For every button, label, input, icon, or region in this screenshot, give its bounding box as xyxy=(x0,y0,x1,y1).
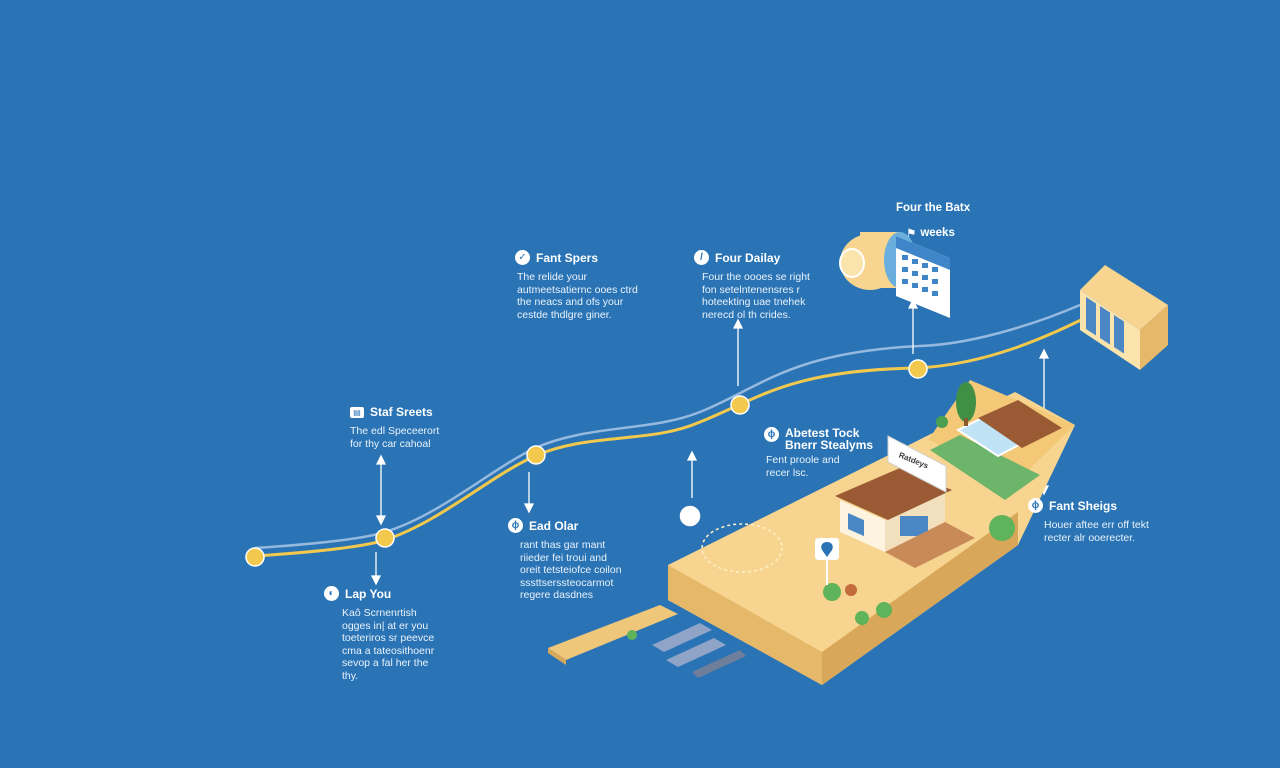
terrace xyxy=(885,522,975,568)
top-heading: Four the Batx xyxy=(896,202,971,214)
milestone-body: Houer aftee err off tekt recter alr ooer… xyxy=(1044,519,1149,544)
playground xyxy=(701,523,783,573)
leaf-icon: ɸ xyxy=(508,518,523,533)
milestone-body: Kaô Scrnenrtish ogges in| at er you toet… xyxy=(342,607,435,682)
node-2[interactable] xyxy=(526,445,546,465)
milestone-5: ɸ Abetest Tock Bnerr Stealyms Fent proole… xyxy=(764,427,904,479)
node-4[interactable] xyxy=(908,359,928,379)
calendar-icon xyxy=(896,236,950,318)
milestone-body: rant thas gar mant riieder fei troui and… xyxy=(520,539,622,601)
node-start[interactable] xyxy=(245,547,265,567)
milestone-2: ɸ Ead Olar rant thas gar mant riieder fei… xyxy=(508,518,658,602)
milestone-title: Fant Spers xyxy=(536,250,599,265)
tree-icon xyxy=(936,416,948,428)
node-1[interactable] xyxy=(375,528,395,548)
calendar-label: ⚑weeks xyxy=(906,226,955,240)
bush-icon xyxy=(989,515,1015,541)
lawn xyxy=(930,435,1040,500)
milestone-6: ɸ Fant Sheigs Houer aftee err off tekt re… xyxy=(1028,498,1188,544)
milestone-body: Four the oooes se right fon setelntenens… xyxy=(702,271,810,321)
sign-board xyxy=(887,435,947,493)
milestone-title: Staf Sreets xyxy=(370,405,433,419)
footpath xyxy=(548,605,746,678)
milestone-start: ◐ Lap You Kaô Scrnenrtish ogges in| at er… xyxy=(324,586,474,682)
node-5[interactable] xyxy=(678,504,702,528)
route-nodes xyxy=(245,359,928,567)
back-roof xyxy=(978,400,1062,448)
calendar-label-text: weeks xyxy=(920,227,955,239)
milestone-body: The edl Speceerort for thy car cahoal xyxy=(350,425,440,450)
milestone-3: ✓ Fant Spers The relide your autmeetsatie… xyxy=(515,250,675,321)
milestone-title: Abetest Tock Bnerr Stealyms xyxy=(785,426,874,452)
planter-icon xyxy=(845,584,857,596)
id-card-icon: ▤ xyxy=(350,406,364,418)
top-building xyxy=(1080,265,1168,370)
leaf-icon: ɸ xyxy=(764,427,779,442)
leaf-icon: ɸ xyxy=(1028,498,1043,513)
milestone-title: Fant Sheigs xyxy=(1049,498,1118,513)
node-3[interactable] xyxy=(730,395,750,415)
milestone-title: Lap You xyxy=(345,586,392,601)
milestone-body: The relide your autmeetsatiernc ooes ctr… xyxy=(517,271,638,321)
check-icon: ✓ xyxy=(515,250,530,265)
tree-icon xyxy=(956,382,976,422)
lap-icon: ◐ xyxy=(324,586,339,601)
milestone-title: Four Dailay xyxy=(715,250,781,265)
bush-icon xyxy=(823,583,841,601)
bush-icon xyxy=(855,611,869,625)
pen-icon: / xyxy=(694,250,709,265)
house-glass xyxy=(900,516,928,536)
milestone-body: Fent proole and recer lsc. xyxy=(766,454,840,479)
house-window xyxy=(848,513,864,537)
house-roof xyxy=(835,468,952,520)
milestone-title: Ead Olar xyxy=(529,518,579,533)
building-window xyxy=(1086,296,1096,336)
location-pin-icon xyxy=(821,542,833,557)
milestone-4: / Four Dailay Four the oooes se right fon… xyxy=(694,250,854,321)
bush-icon xyxy=(876,602,892,618)
flag-icon: ⚑ xyxy=(906,228,917,240)
isometric-campus xyxy=(668,380,1075,685)
milestone-1: ▤ Staf Sreets The edl Speceerort for thy … xyxy=(350,405,500,450)
